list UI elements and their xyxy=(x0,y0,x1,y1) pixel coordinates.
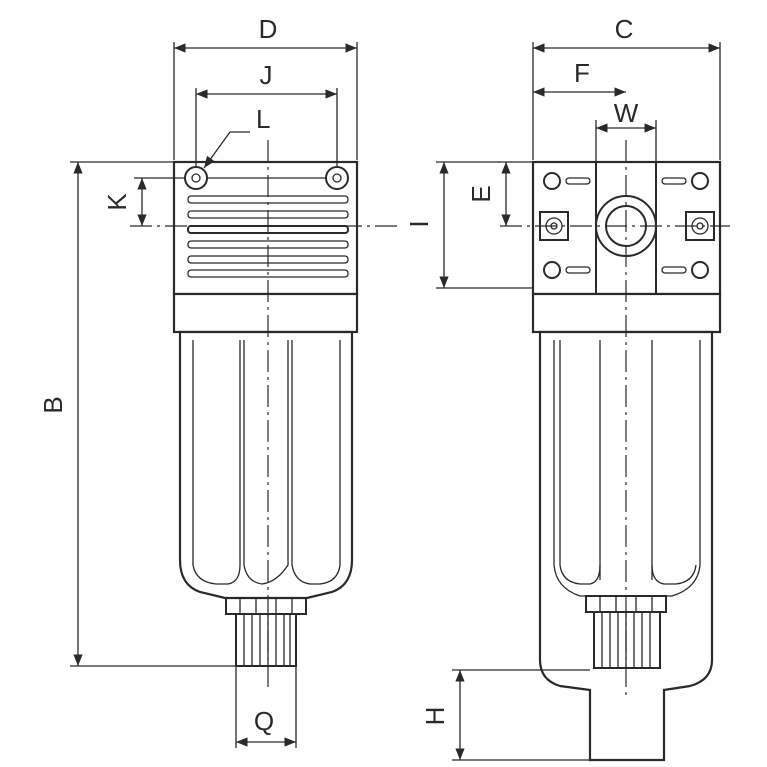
label-F: F xyxy=(574,58,590,88)
dimension-W: W xyxy=(595,98,657,162)
label-I: I xyxy=(404,220,434,227)
label-L: L xyxy=(256,104,270,134)
label-J: J xyxy=(260,60,273,90)
label-H: H xyxy=(420,707,450,726)
dimension-E: E xyxy=(466,161,533,226)
side-bowl-flutes xyxy=(559,340,697,585)
dimension-K: K xyxy=(102,177,186,226)
label-Q: Q xyxy=(254,706,274,736)
dimension-B: B xyxy=(38,161,236,667)
front-bowl-flutes xyxy=(192,340,341,585)
dimension-L: L xyxy=(203,104,270,169)
side-mounting-holes xyxy=(543,172,709,279)
dimension-D: D xyxy=(173,14,358,160)
dimension-J: J xyxy=(195,60,338,166)
side-drain xyxy=(585,595,667,669)
side-view xyxy=(500,140,730,762)
front-bowl xyxy=(178,330,354,600)
front-drain xyxy=(225,597,307,667)
front-mounting-holes xyxy=(184,166,349,190)
label-K: K xyxy=(102,193,132,211)
label-D: D xyxy=(259,14,278,44)
dimension-F: F xyxy=(533,58,626,97)
label-W: W xyxy=(614,98,639,128)
dimension-H: H xyxy=(420,669,590,761)
front-head-block xyxy=(172,160,359,296)
dimension-Q: Q xyxy=(235,666,297,748)
label-E: E xyxy=(466,185,496,202)
label-C: C xyxy=(615,14,634,44)
front-collar xyxy=(172,292,359,334)
dimension-I: I xyxy=(404,161,533,289)
front-view xyxy=(130,140,400,690)
dimension-C: C xyxy=(532,14,721,160)
label-B: B xyxy=(38,396,68,413)
